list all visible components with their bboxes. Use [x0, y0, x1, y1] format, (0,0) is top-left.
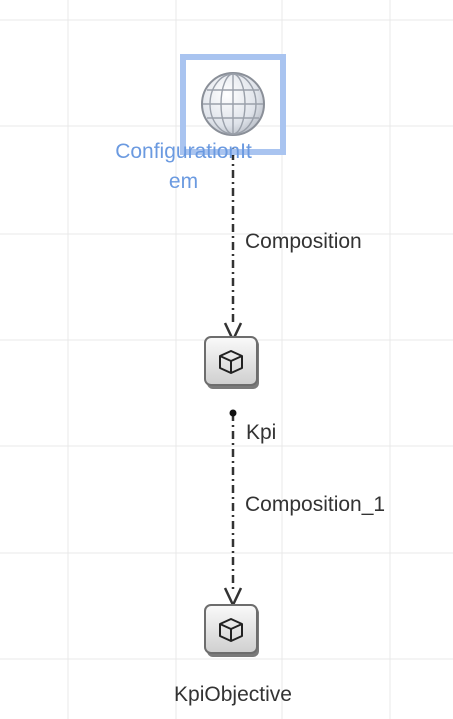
- edge-label-composition-1: Composition_1: [245, 493, 386, 516]
- label-line-2: em: [168, 170, 199, 193]
- cube-icon: [219, 618, 243, 642]
- node-kpi-objective[interactable]: [204, 604, 259, 657]
- node-kpi[interactable]: [204, 336, 259, 389]
- edge-start-marker: [229, 409, 237, 417]
- globe-icon: [201, 72, 265, 136]
- selection-box: [180, 54, 286, 155]
- edge-label-composition: Composition: [245, 230, 362, 253]
- arrow-head: [223, 587, 243, 608]
- label-line-1: ConfigurationIt: [115, 140, 252, 163]
- node-label-kpi: Kpi: [246, 421, 277, 444]
- cube-icon: [219, 350, 243, 374]
- node-configuration-item[interactable]: [180, 54, 286, 155]
- node-label-kpi-objective: KpiObjective: [174, 683, 292, 706]
- edge-composition-1[interactable]: [223, 409, 243, 608]
- node-label-configuration-item: ConfigurationIt em: [96, 137, 271, 197]
